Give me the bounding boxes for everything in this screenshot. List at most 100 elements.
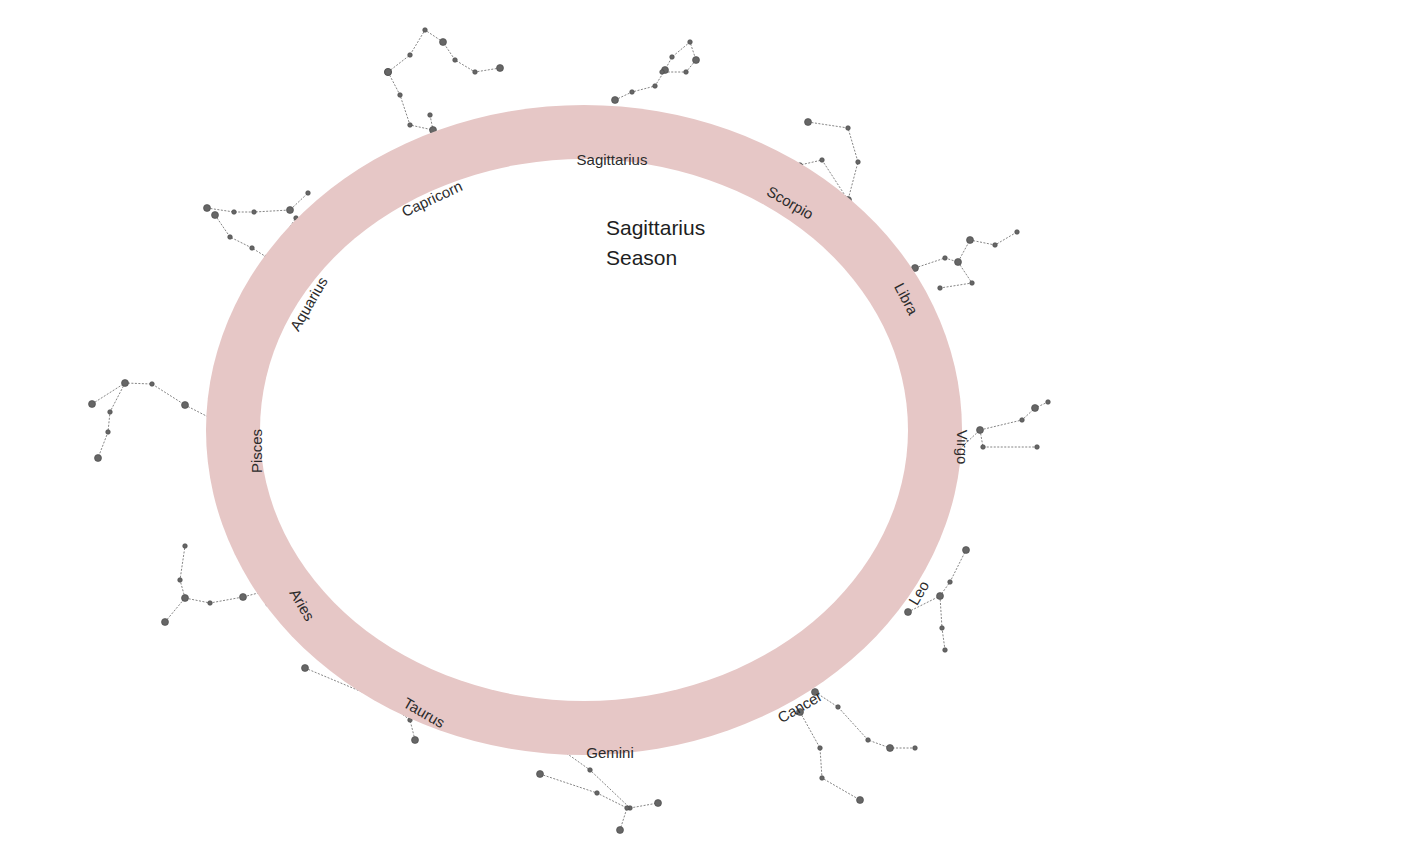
- constellation-line: [92, 383, 218, 422]
- star-dot: [970, 281, 975, 286]
- star-dot: [1032, 405, 1039, 412]
- star-dot: [670, 55, 675, 60]
- star-dot: [302, 665, 309, 672]
- star-dot: [106, 430, 111, 435]
- star-dot: [993, 243, 998, 248]
- star-dot: [162, 619, 169, 626]
- star-dot: [913, 746, 918, 751]
- constellation-line: [388, 30, 500, 72]
- star-dot: [693, 57, 700, 64]
- star-dot: [122, 380, 129, 387]
- band-inner: [260, 159, 908, 701]
- star-dot: [653, 84, 658, 89]
- star-dot: [453, 58, 458, 63]
- star-dot: [857, 797, 864, 804]
- star-dot: [943, 256, 948, 261]
- star-dot: [977, 427, 984, 434]
- star-dot: [660, 70, 665, 75]
- star-dot: [684, 70, 689, 75]
- star-dot: [940, 626, 945, 631]
- star-dot: [428, 113, 433, 118]
- star-dot: [688, 40, 693, 45]
- season-label: Sagittarius Season: [606, 213, 736, 273]
- zodiac-band: SagittariusScorpioLibraVirgoLeoCancerGem…: [206, 105, 962, 755]
- constellation-line: [800, 712, 860, 800]
- star-dot: [204, 205, 211, 212]
- star-dot: [948, 580, 953, 585]
- zodiac-sign: Sagittarius: [577, 151, 648, 169]
- constellation-line: [165, 592, 268, 622]
- star-dot: [212, 212, 219, 219]
- star-dot: [250, 246, 255, 251]
- star-dot: [287, 207, 294, 214]
- star-dot: [938, 286, 943, 291]
- band-shape: [206, 105, 962, 755]
- star-dot: [963, 547, 970, 554]
- star-dot: [866, 738, 871, 743]
- star-dot: [385, 69, 392, 76]
- star-dot: [497, 65, 504, 72]
- star-dot: [473, 70, 478, 75]
- constellation-line: [615, 42, 696, 100]
- star-dot: [588, 768, 593, 773]
- constellation-line: [980, 430, 1037, 447]
- constellations: [89, 28, 1051, 834]
- constellation-line: [540, 774, 627, 830]
- star-dot: [182, 595, 189, 602]
- star-dot: [955, 259, 962, 266]
- star-dot: [820, 776, 825, 781]
- star-dot: [232, 210, 237, 215]
- zodiac-sign: Pisces: [248, 429, 266, 473]
- star-dot: [846, 126, 851, 131]
- star-dot: [408, 53, 413, 58]
- constellation-line: [180, 546, 185, 598]
- constellation-line: [388, 72, 433, 130]
- star-dot: [836, 705, 841, 710]
- star-dot: [228, 235, 233, 240]
- star-dot: [887, 745, 894, 752]
- star-dot: [943, 648, 948, 653]
- star-dot: [612, 97, 619, 104]
- star-dot: [240, 594, 247, 601]
- star-dot: [1020, 418, 1025, 423]
- star-dot: [905, 609, 912, 616]
- star-dot: [630, 90, 635, 95]
- star-dot: [537, 771, 544, 778]
- star-dot: [1015, 230, 1020, 235]
- star-dot: [306, 191, 311, 196]
- constellation-line: [98, 383, 125, 458]
- star-dot: [385, 69, 392, 76]
- star-dot: [89, 401, 96, 408]
- star-dot: [617, 827, 624, 834]
- star-dot: [208, 601, 213, 606]
- star-dot: [408, 123, 413, 128]
- star-dot: [981, 445, 986, 450]
- zodiac-sign: Virgo: [953, 430, 971, 465]
- star-dot: [1046, 400, 1051, 405]
- star-dot: [398, 93, 403, 98]
- star-dot: [818, 746, 823, 751]
- star-dot: [967, 237, 974, 244]
- star-dot: [440, 39, 447, 46]
- star-dot: [937, 593, 944, 600]
- constellation-line: [940, 262, 972, 288]
- constellation-line: [815, 692, 915, 748]
- star-dot: [182, 402, 189, 409]
- star-dot: [252, 210, 257, 215]
- star-dot: [595, 791, 600, 796]
- star-dot: [856, 160, 861, 165]
- star-dot: [150, 382, 155, 387]
- star-dot: [1035, 445, 1040, 450]
- star-dot: [625, 806, 630, 811]
- star-dot: [95, 455, 102, 462]
- constellation-line: [915, 232, 1017, 268]
- star-dot: [805, 119, 812, 126]
- star-dot: [423, 28, 428, 33]
- band-outer: [206, 105, 962, 755]
- star-dot: [178, 578, 183, 583]
- constellation-line: [940, 596, 945, 650]
- star-dot: [820, 158, 825, 163]
- star-dot: [412, 737, 419, 744]
- star-dot: [108, 410, 113, 415]
- zodiac-sign: Gemini: [586, 744, 634, 762]
